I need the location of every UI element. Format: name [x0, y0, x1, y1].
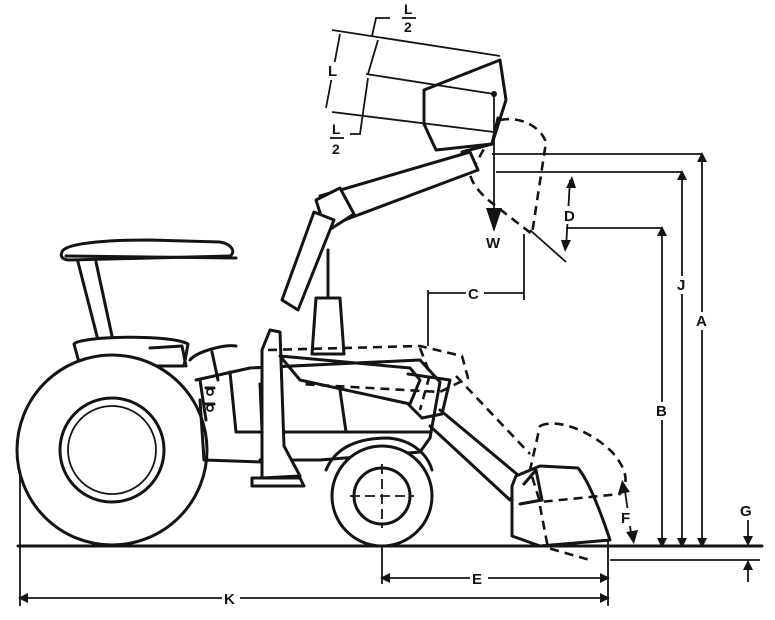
arrow-j-bottom: [677, 538, 687, 548]
label-a: A: [696, 313, 707, 330]
dim-line-half-lower: [361, 77, 369, 121]
arrow-g-bottom: [743, 560, 753, 570]
half-bracket-bottom: [350, 119, 363, 135]
boom-link: [280, 210, 336, 312]
rear-hub: [67, 405, 157, 495]
half-bottom-numerator: L: [332, 121, 341, 137]
label-f: F: [621, 510, 630, 527]
bucket-high-phantom: [468, 117, 548, 236]
arrow-j-top: [677, 170, 687, 180]
arrow-g-top: [743, 536, 753, 546]
label-mask: [562, 206, 578, 224]
arrow-e-left: [380, 573, 390, 583]
front-fender: [324, 436, 434, 472]
upper-boom: [280, 58, 508, 312]
rear-rim: [58, 396, 166, 504]
rear-tire: [15, 353, 209, 547]
half-bracket-top: [371, 17, 390, 37]
arrow-f-top: [618, 480, 630, 494]
lower-arm-phantom: [455, 375, 531, 455]
upright-foot: [250, 476, 306, 488]
engine-block: [228, 370, 432, 434]
label-mask: [222, 588, 240, 608]
boom-knee: [406, 372, 452, 420]
label-b: B: [656, 403, 667, 420]
lift-cylinder-body: [310, 296, 346, 356]
extension-line: [365, 73, 495, 95]
arrow-b-bottom: [657, 538, 667, 548]
weight-arrow: [486, 208, 502, 232]
lever-knob: [206, 404, 214, 412]
loader-lowered: [250, 248, 612, 548]
bucket-bracket: [518, 468, 544, 506]
half-bottom-denominator: 2: [332, 141, 340, 157]
chassis-rear: [198, 398, 264, 464]
half-top-denominator: 2: [404, 19, 412, 35]
lower-arm: [428, 408, 526, 502]
label-l: L: [328, 63, 337, 80]
extension-line: [331, 29, 501, 57]
arrow-a-bottom: [697, 538, 707, 548]
label-mask: [326, 62, 340, 80]
bucket-edge-line: [529, 229, 567, 263]
label-w: W: [486, 235, 501, 252]
loader-upright: [260, 328, 302, 480]
label-c: C: [468, 286, 479, 303]
label-k: K: [224, 591, 235, 608]
control-levers: [198, 378, 216, 422]
boom-phantom: [267, 344, 470, 394]
label-g: G: [740, 503, 752, 520]
cg-point: [491, 91, 497, 97]
label-mask: [694, 312, 710, 330]
arrow-k-right: [600, 593, 610, 603]
arrow-a-top: [697, 152, 707, 162]
arrow-k-left: [18, 593, 28, 603]
arrow-d-top: [566, 176, 576, 188]
arrow-f-bottom: [626, 530, 638, 544]
arrow-b-top: [657, 226, 667, 236]
label-mask: [466, 284, 484, 302]
label-j: J: [677, 277, 685, 294]
boom-arm: [278, 354, 422, 406]
label-mask: [654, 402, 670, 420]
bucket-lowered: [510, 464, 612, 548]
dimension-labels: A J B C D F G E K W L L 2 L 2: [222, 1, 752, 608]
bucket-pivot: [460, 116, 500, 154]
extension-line: [331, 111, 495, 133]
load-length-dims: [325, 29, 502, 232]
lever-knob: [206, 388, 214, 396]
label-e: E: [472, 571, 482, 588]
label-d: D: [564, 208, 575, 225]
rops-post: [76, 260, 114, 342]
label-mask: [470, 568, 488, 588]
seat: [148, 344, 188, 368]
knee-phantom: [418, 347, 432, 411]
tractor: [15, 238, 442, 548]
arrow-e-right: [600, 573, 610, 583]
arrow-d-bottom: [561, 240, 571, 252]
half-top-numerator: L: [404, 1, 413, 17]
dim-line-half-upper: [367, 39, 379, 75]
canopy-lip: [64, 254, 238, 260]
label-mask: [674, 276, 690, 294]
label-mask: [620, 508, 634, 526]
